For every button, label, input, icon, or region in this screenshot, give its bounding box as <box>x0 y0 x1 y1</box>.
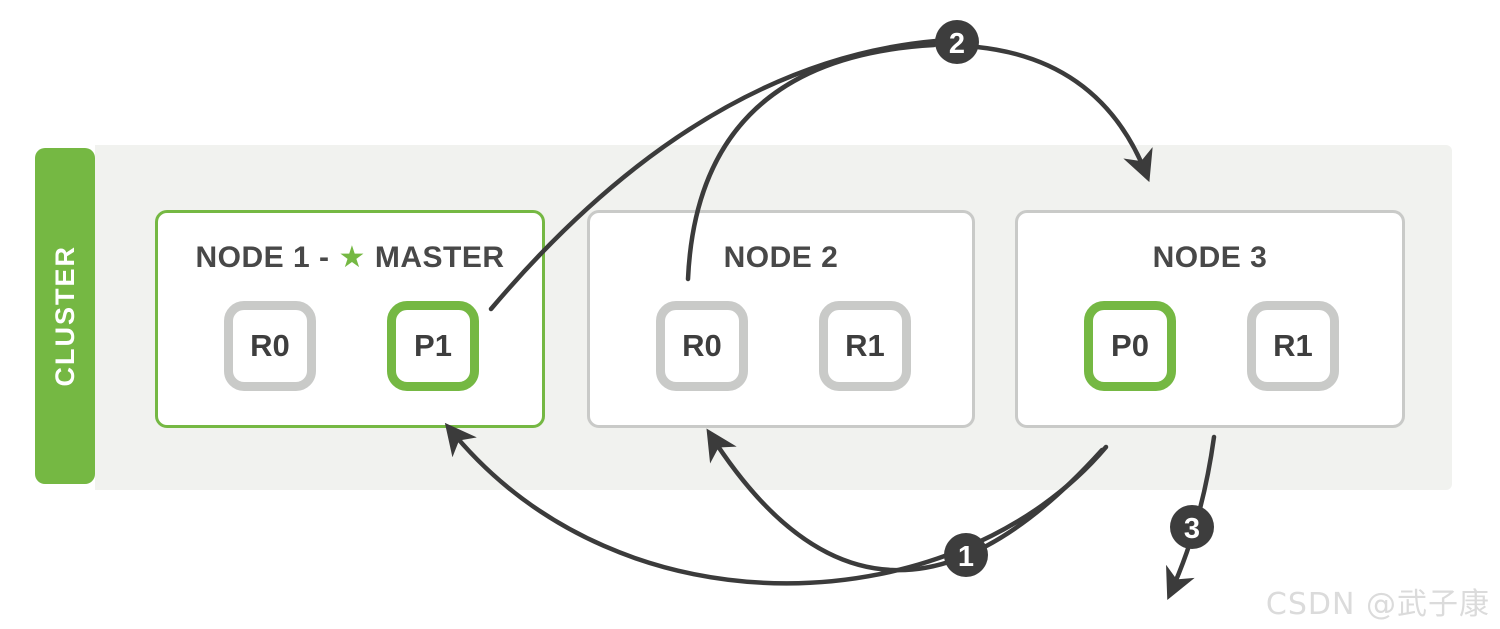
master-label: MASTER <box>374 241 505 274</box>
node-3-title: NODE 3 <box>1018 241 1402 275</box>
step-badge-3: 3 <box>1170 505 1214 549</box>
node-card-1: NODE 1 - ★ MASTER R0 P1 <box>155 210 545 428</box>
step-badge-3-circle <box>1170 505 1214 549</box>
arrow-step1-to-p1 <box>444 422 1109 586</box>
step-badge-2-circle <box>935 20 979 64</box>
step-badge-1-circle <box>944 533 988 577</box>
arrow-step1-to-node2-r0 <box>706 428 1105 573</box>
shard-node3-p0: P0 <box>1084 301 1176 391</box>
node-1-title: NODE 1 - ★ MASTER <box>158 241 542 275</box>
node-2-title-text: NODE 2 <box>723 241 839 274</box>
watermark: CSDN @武子康 <box>1265 587 1490 622</box>
master-star-icon: ★ <box>338 241 366 274</box>
node-card-3: NODE 3 P0 R1 <box>1015 210 1405 428</box>
step-badge-1: 1 <box>944 533 988 577</box>
arrow-step2-from-p1 <box>488 38 939 312</box>
shard-node3-r1: R1 <box>1247 301 1339 391</box>
step-badge-1-number: 1 <box>958 541 974 573</box>
step-badge-2-number: 2 <box>949 28 965 60</box>
node-2-title: NODE 2 <box>590 241 972 275</box>
node-3-title-text: NODE 3 <box>1152 241 1268 274</box>
node-1-title-text: NODE 1 - <box>195 241 330 274</box>
node-card-2: NODE 2 R0 R1 <box>587 210 975 428</box>
shard-node1-p1: P1 <box>387 301 479 391</box>
arrow-step2-from-node2 <box>685 42 937 282</box>
shard-node2-r0: R0 <box>656 301 748 391</box>
cluster-bar: CLUSTER <box>35 148 95 484</box>
step-badge-2: 2 <box>935 20 979 64</box>
shard-node1-r0: R0 <box>224 301 316 391</box>
step-badge-3-number: 3 <box>1184 513 1200 545</box>
shard-node2-r1: R1 <box>819 301 911 391</box>
arrow-step2-to-node3 <box>974 44 1153 183</box>
